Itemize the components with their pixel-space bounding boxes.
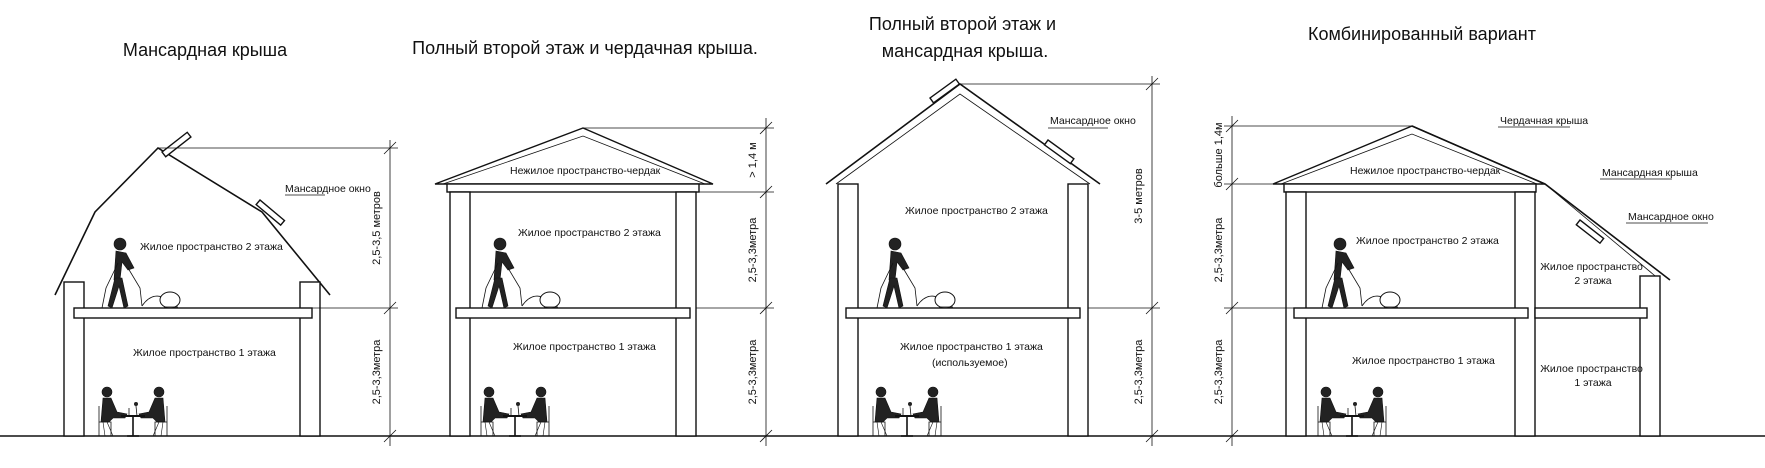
- panel-3-title: Полный второй этаж и мансардная крыша.: [869, 14, 1061, 61]
- mansard-window-icon: [1575, 219, 1605, 245]
- left-wall: [63, 281, 85, 437]
- dim-attic: больше 1,4м: [1213, 122, 1225, 187]
- floor-2-label: Жилое пространство 2 этажа: [518, 227, 661, 239]
- attic-label: Нежилое пространство-чердак: [1350, 165, 1501, 177]
- floor-2-label: Жилое пространство 2 этажа: [140, 241, 283, 253]
- panel-4-title: Комбинированный вариант: [1308, 24, 1536, 44]
- dim-upper: 2,5-3,3метра: [1213, 217, 1225, 283]
- dim-lower: 2,5-3,3метра: [1133, 339, 1145, 405]
- mansard-roof-label: Мансардная крыша: [1602, 167, 1698, 179]
- dimension-line: [960, 76, 1160, 446]
- dimension-line: [1224, 116, 1412, 446]
- floor-1-label: Жилое пространство 1 этажа: [900, 341, 1043, 353]
- floor-1-note: (используемое): [932, 357, 1008, 369]
- floor-1-label: Жилое пространство 1 этажа: [1352, 355, 1495, 367]
- extension-floor-slab: [1534, 307, 1648, 319]
- panel-mansard-roof: Мансардная крыша Мансардное окно Жилое п…: [54, 40, 398, 446]
- dim-attic: > 1,4 м: [747, 142, 759, 177]
- extension-wall: [1639, 275, 1661, 437]
- attic-floor-slab: [446, 183, 700, 193]
- right-wall: [299, 281, 321, 437]
- floor-1-label: Жилое пространство 1 этажа: [133, 347, 276, 359]
- dimension-line: [583, 118, 774, 446]
- dim-lower: 2,5-3,3метра: [747, 339, 759, 405]
- floor-slab: [1293, 307, 1529, 319]
- mansard-roof-outline: [825, 83, 1101, 185]
- mansard-roof-outline: [54, 146, 331, 296]
- floor-slab: [845, 307, 1081, 319]
- window-label: Мансардное окно: [1628, 211, 1714, 223]
- dim-lower: 2,5-3,3метра: [371, 339, 383, 405]
- floor-slab: [455, 307, 691, 319]
- attic-label: Нежилое пространство-чердак: [510, 165, 661, 177]
- window-label: Мансардное окно: [1050, 115, 1136, 127]
- attic-floor-slab: [1283, 183, 1537, 193]
- dim-lower: 2,5-3,3метра: [1213, 339, 1225, 405]
- dimension-line: [158, 140, 398, 446]
- mansard-window-icon: [929, 78, 961, 104]
- panel-full-second-floor-mansard: Полный второй этаж и мансардная крыша. М…: [825, 14, 1160, 446]
- dim-upper: 3-5 метров: [1133, 168, 1145, 224]
- mansard-window-icon: [255, 199, 286, 227]
- attic-roof-label: Чердачная крыша: [1500, 115, 1588, 127]
- panel-1-title: Мансардная крыша: [123, 40, 288, 60]
- panel-2-title: Полный второй этаж и чердачная крыша.: [412, 38, 758, 58]
- mansard-window-icon: [161, 131, 192, 158]
- floor-slab: [73, 307, 313, 319]
- side-floor-2-label: Жилое пространство 2 этажа: [1540, 261, 1646, 287]
- side-floor-1-label: Жилое пространство 1 этажа: [1540, 363, 1646, 389]
- floor-2-label: Жилое пространство 2 этажа: [905, 205, 1048, 217]
- floor-1-label: Жилое пространство 1 этажа: [513, 341, 656, 353]
- panel-combined-variant: Комбинированный вариант Чердачная крыша …: [1213, 24, 1714, 446]
- panel-attic-roof: Полный второй этаж и чердачная крыша. Не…: [412, 38, 774, 446]
- mansard-window-icon: [1043, 139, 1075, 165]
- dim-upper: 2,5-3,3метра: [747, 217, 759, 283]
- dim-upper: 2,5-3,5 метров: [371, 191, 383, 265]
- floor-2-label: Жилое пространство 2 этажа: [1356, 235, 1499, 247]
- window-label: Мансардное окно: [285, 183, 371, 195]
